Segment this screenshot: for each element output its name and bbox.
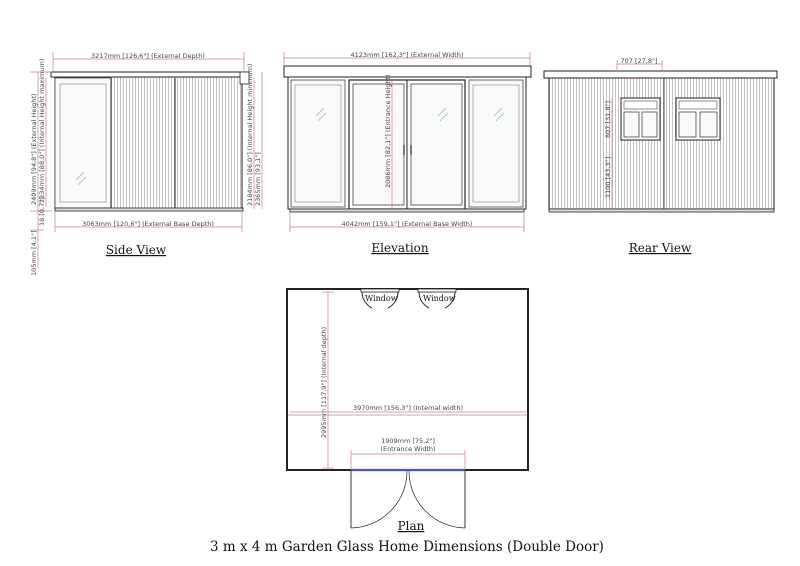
side-base-105: 105mm [4,1"] bbox=[30, 230, 38, 276]
elevation-external-width: 4123mm [162,3"] (External Width) bbox=[351, 51, 464, 59]
plan-window-label-2: Window bbox=[423, 294, 456, 303]
plan-outline bbox=[286, 288, 529, 471]
rear-sill-height: 1100 [43,3"] bbox=[604, 157, 612, 198]
caption-rear-view: Rear View bbox=[629, 241, 692, 255]
plan-internal-width: 3970mm [156,3"] (Internal width) bbox=[353, 404, 463, 412]
plan-view: Window Window 2995mm [117,9"] (Internal … bbox=[286, 288, 529, 529]
elevation-entrance-height: 2086mm [82,1"] (Entrance Height) bbox=[384, 74, 392, 188]
side-roof bbox=[50, 71, 248, 78]
plan-door-swing bbox=[350, 470, 466, 529]
side-base bbox=[54, 207, 244, 212]
caption-plan: Plan bbox=[398, 519, 425, 533]
rear-wall bbox=[548, 77, 775, 210]
elevation-left-glass bbox=[290, 79, 346, 208]
plan-window-label-1: Window bbox=[365, 294, 398, 303]
side-external-depth: 3217mm [126,6"] (External Depth) bbox=[91, 52, 205, 60]
rear-view: 707 [27,8"] 807 [31,8"] 1100 [43,3"] bbox=[543, 57, 778, 213]
plan-window-right: Window bbox=[417, 288, 457, 309]
side-internal-height-max: 2234mm [88,0"] (Internal Height maximum) bbox=[38, 59, 46, 203]
side-glass-panel bbox=[54, 77, 112, 209]
plan-entrance-width: 1909mm [75,2"] bbox=[381, 437, 435, 445]
side-height-2365: 2365mm [93,1"] bbox=[254, 152, 262, 206]
side-gap-18: 18 [0,7"] bbox=[38, 197, 46, 226]
caption-side-view: Side View bbox=[106, 243, 167, 257]
side-external-base-depth: 3063mm [120,6"] (External Base Depth) bbox=[82, 220, 214, 228]
side-internal-height-min: 2184mm [86,0"] (Internal Height minimum) bbox=[246, 64, 254, 206]
plan-internal-depth: 2995mm [117,9"] (Internal depth) bbox=[320, 327, 328, 438]
rear-window-height: 807 [31,8"] bbox=[604, 101, 612, 138]
side-external-height: 2409mm [94,8"] (External Height) bbox=[30, 94, 38, 205]
side-view: 3217mm [126,6"] (External Depth) 3063mm … bbox=[30, 52, 263, 276]
elevation-roof bbox=[283, 65, 532, 78]
drawing-title: 3 m x 4 m Garden Glass Home Dimensions (… bbox=[210, 539, 604, 555]
elevation-view: 4123mm [162,3"] (External Width) 4042mm … bbox=[283, 51, 532, 232]
elevation-right-glass bbox=[468, 79, 524, 208]
elevation-external-base-width: 4042mm [159,1"] (External Base Width) bbox=[342, 220, 473, 228]
caption-elevation: Elevation bbox=[371, 241, 429, 255]
rear-roof bbox=[543, 70, 778, 79]
rear-window-width: 707 [27,8"] bbox=[620, 57, 657, 65]
plan-window-left: Window bbox=[360, 288, 400, 309]
plan-entrance-label: (Entrance Width) bbox=[380, 445, 435, 453]
